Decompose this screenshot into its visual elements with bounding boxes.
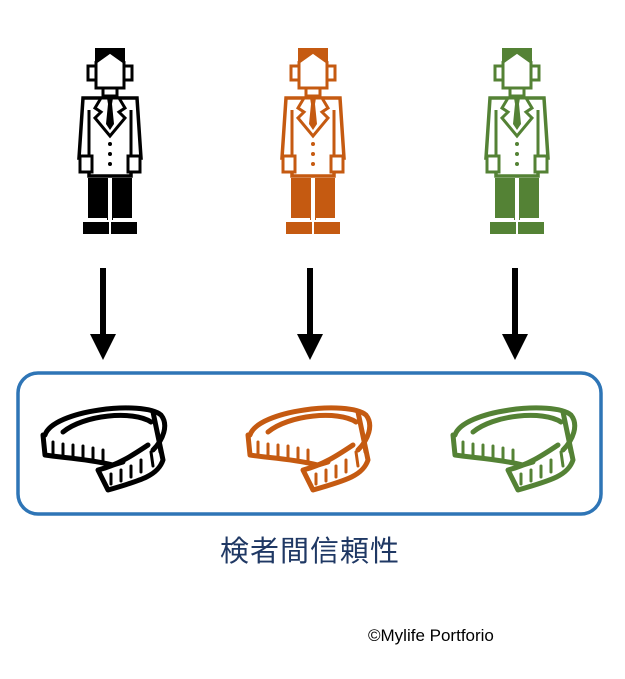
diagram-title: 検者間信頼性 xyxy=(219,534,400,568)
measurement-box xyxy=(16,371,603,516)
rater-3-person-icon xyxy=(484,46,550,236)
copyright: ©Mylife Portforio xyxy=(368,626,494,645)
rater-2-person-icon xyxy=(280,46,346,236)
tape-measure-icon xyxy=(43,408,165,490)
arrow-down-icon xyxy=(502,268,528,360)
rater-1-person-icon xyxy=(77,46,143,236)
arrow-down-icon xyxy=(90,268,116,360)
arrow-down-icon xyxy=(297,268,323,360)
tape-measure-icon xyxy=(453,408,575,490)
tape-measure-icon xyxy=(248,408,370,490)
